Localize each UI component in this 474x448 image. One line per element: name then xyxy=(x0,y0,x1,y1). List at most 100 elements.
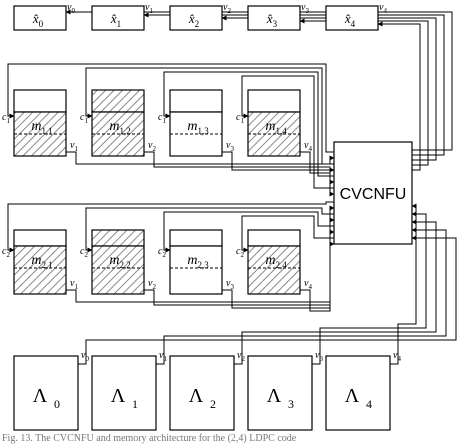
cvcnfu-label: CVCNFU xyxy=(340,186,407,203)
memory-c-label-1-1: c1 xyxy=(2,112,10,125)
memory-label-1-2: m1,2 xyxy=(109,119,130,136)
estimate-box-0 xyxy=(13,5,67,31)
llr-block-2 xyxy=(169,355,235,431)
memory-out-wire-2-2 xyxy=(144,217,335,306)
estimate-label-4: x̂4 xyxy=(344,11,356,29)
memory-1-3-upper xyxy=(169,89,223,113)
estimate-box-2 xyxy=(169,5,223,31)
memory-2-3-lower xyxy=(169,245,223,295)
memory-out-wire-2-3 xyxy=(222,229,335,309)
memory-c-label-2-3: c2 xyxy=(158,246,166,259)
estimate-v-label-4: v4 xyxy=(379,2,387,15)
memory-c-label-2-2: c2 xyxy=(80,246,88,259)
llr-v-label-0: v0 xyxy=(81,350,89,363)
memory-1-1-upper xyxy=(13,89,67,113)
llr-symbol-3: Λ xyxy=(267,385,282,407)
memory-in-wire-1-1 xyxy=(7,63,334,153)
memory-in-wire-1-3 xyxy=(163,71,334,177)
memory-1-4-upper xyxy=(247,89,301,113)
memory-c-label-2-1: c2 xyxy=(2,246,10,259)
figure-caption: Fig. 13. The CVCNFU and memory architect… xyxy=(2,433,297,444)
llr-v-label-4: v4 xyxy=(393,350,401,363)
llr-sub-3: 3 xyxy=(288,397,294,411)
memory-2-1-lower xyxy=(13,245,67,295)
llr-symbol-0: Λ xyxy=(33,385,48,407)
memory-v-label-2-4: v4 xyxy=(304,278,312,291)
memory-1-2-upper xyxy=(91,89,145,113)
memory-2-2-lower xyxy=(91,245,145,295)
memory-out-wire-2-1 xyxy=(66,205,335,303)
memory-c-label-1-4: c1 xyxy=(236,112,244,125)
memory-1-4-lower xyxy=(247,111,301,157)
memory-in-wire-2-2 xyxy=(85,207,334,253)
estimate-box-4 xyxy=(325,5,379,31)
estimate-wire-4 xyxy=(377,21,421,171)
memory-label-1-4: m1,4 xyxy=(265,119,287,136)
memory-in-wire-1-4 xyxy=(241,75,334,189)
memory-out-wire-2-4 xyxy=(300,241,335,312)
llr-block-1 xyxy=(91,355,157,431)
memory-in-wire-2-4 xyxy=(241,215,334,253)
memory-out-wire-1-4 xyxy=(300,151,335,197)
memory-out-wire-1-1 xyxy=(66,151,335,165)
llr-block-3 xyxy=(247,355,313,431)
memory-in-wire-2-3 xyxy=(163,211,334,253)
llr-v-label-2: v2 xyxy=(237,350,245,363)
llr-wire-2 xyxy=(234,219,437,365)
llr-symbol-2: Λ xyxy=(189,385,204,407)
llr-wire-4 xyxy=(390,203,417,365)
memory-v-label-1-3: v3 xyxy=(226,140,234,153)
memory-label-1-1: m1,1 xyxy=(31,119,52,136)
memory-v-label-1-4: v4 xyxy=(304,140,312,153)
memory-label-2-1: m2,1 xyxy=(31,253,52,270)
memory-label-2-2: m2,2 xyxy=(109,253,130,270)
wire-layer xyxy=(7,9,457,365)
llr-sub-1: 1 xyxy=(132,397,138,411)
estimate-label-3: x̂3 xyxy=(266,11,278,29)
memory-label-1-3: m1,3 xyxy=(187,119,209,136)
memory-v-label-1-1: v1 xyxy=(70,140,78,153)
estimate-box-3 xyxy=(247,5,301,31)
memory-2-1-upper xyxy=(13,229,67,247)
memory-2-4-upper xyxy=(247,229,301,247)
memory-v-label-2-3: v3 xyxy=(226,278,234,291)
block-layer xyxy=(13,5,413,431)
cvcnfu-block xyxy=(333,141,413,245)
llr-sub-4: 4 xyxy=(366,397,372,411)
memory-2-4-lower xyxy=(247,245,301,295)
memory-c-label-2-4: c2 xyxy=(236,246,244,259)
llr-symbol-1: Λ xyxy=(111,385,126,407)
estimate-label-0: x̂0 xyxy=(32,11,44,29)
memory-label-2-4: m2,4 xyxy=(265,253,287,270)
memory-out-wire-1-2 xyxy=(144,151,335,173)
memory-v-label-2-1: v1 xyxy=(70,278,78,291)
llr-symbol-4: Λ xyxy=(345,385,360,407)
llr-wire-1 xyxy=(156,227,447,365)
llr-sub-0: 0 xyxy=(54,397,60,411)
label-layer: CVCNFU x̂0 v0 x̂1 v1 x̂2 v2 x̂3 v3 x̂4 v4 m1,1 c1 v1 m… xyxy=(2,2,406,411)
estimate-box-1 xyxy=(91,5,145,31)
memory-v-label-1-2: v2 xyxy=(148,140,156,153)
llr-sub-2: 2 xyxy=(210,397,216,411)
llr-v-label-3: v3 xyxy=(315,350,323,363)
estimate-label-2: x̂2 xyxy=(188,11,199,29)
llr-wire-0 xyxy=(78,235,457,365)
llr-wire-3 xyxy=(312,211,427,365)
memory-c-label-1-2: c1 xyxy=(80,112,88,125)
estimate-v-label-3: v3 xyxy=(301,2,309,15)
estimate-v-label-0: v0 xyxy=(67,2,75,15)
memory-2-2-upper xyxy=(91,229,145,247)
memory-label-2-3: m2,3 xyxy=(187,253,209,270)
llr-v-label-1: v1 xyxy=(159,350,167,363)
memory-c-label-1-3: c1 xyxy=(158,112,166,125)
llr-block-0 xyxy=(13,355,79,431)
llr-block-4 xyxy=(325,355,391,431)
memory-2-3-upper xyxy=(169,229,223,247)
estimate-v-label-1: v1 xyxy=(145,2,153,15)
memory-in-wire-1-2 xyxy=(85,67,334,165)
estimate-label-1: x̂1 xyxy=(110,11,121,29)
memory-v-label-2-2: v2 xyxy=(148,278,156,291)
estimate-v-label-2: v2 xyxy=(223,2,231,15)
memory-in-wire-2-1 xyxy=(7,201,334,253)
